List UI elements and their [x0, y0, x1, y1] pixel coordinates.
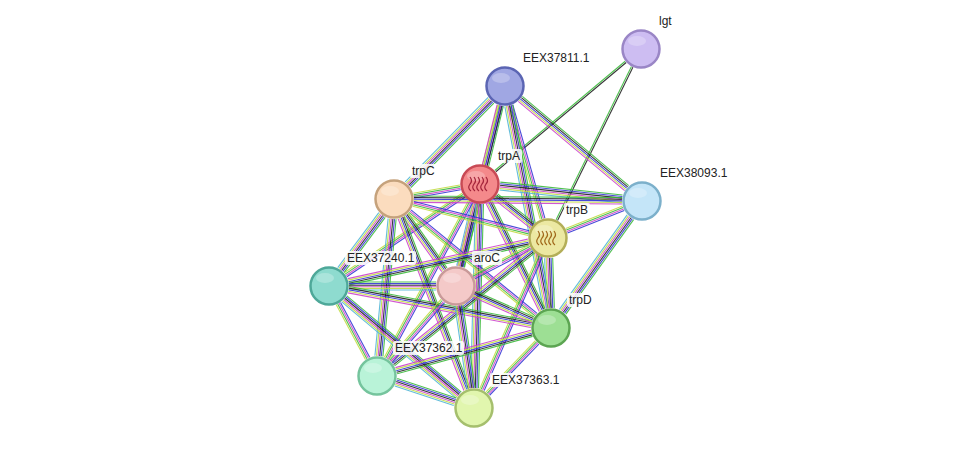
evidence-line — [565, 219, 633, 313]
interaction-edge — [486, 341, 539, 396]
protein-node: aroC — [436, 266, 476, 306]
protein-node: EEX37240.1 — [309, 266, 349, 306]
evidence-line — [349, 286, 436, 287]
evidence-line — [561, 216, 629, 310]
interaction-edge — [405, 97, 494, 187]
node-label: trpD — [567, 293, 594, 307]
evidence-line — [566, 220, 634, 314]
interaction-edge — [375, 219, 396, 357]
node-circle — [460, 164, 500, 204]
node-label: lgt — [657, 14, 674, 28]
evidence-line — [559, 215, 627, 309]
protein-node: trpD — [531, 308, 571, 348]
node-label: EEX37362.1 — [393, 341, 464, 355]
node-label: EEX37363.1 — [490, 373, 561, 387]
interaction-edge — [414, 196, 622, 204]
interaction-edge — [545, 258, 555, 308]
evidence-line — [349, 281, 436, 282]
evidence-line — [336, 305, 365, 360]
evidence-line — [562, 217, 630, 311]
evidence-line — [407, 100, 490, 184]
node-circle — [528, 218, 568, 258]
evidence-line — [518, 101, 624, 190]
evidence-line — [510, 105, 549, 308]
evidence-line — [338, 304, 367, 359]
interaction-edge — [518, 96, 628, 190]
node-circle — [454, 388, 494, 428]
evidence-line — [545, 258, 547, 308]
interaction-edge — [391, 248, 535, 366]
evidence-line — [519, 100, 625, 189]
evidence-line — [409, 101, 492, 185]
node-label: aroC — [472, 251, 502, 265]
interaction-edge — [395, 378, 457, 405]
evidence-line — [490, 344, 539, 395]
node-circle — [357, 356, 397, 396]
node-circle — [621, 29, 661, 69]
protein-node: trpA — [460, 164, 500, 204]
evidence-line — [349, 285, 436, 286]
evidence-line — [496, 196, 533, 225]
node-circle — [485, 66, 525, 106]
evidence-line — [410, 102, 493, 186]
evidence-line — [522, 96, 628, 185]
interaction-edge — [559, 215, 633, 314]
protein-node: EEX38093.1 — [622, 181, 662, 221]
evidence-line — [414, 202, 622, 204]
evidence-line — [521, 98, 627, 187]
protein-node: EEX37811.1 — [485, 66, 525, 106]
node-circle — [309, 266, 349, 306]
evidence-line — [474, 296, 532, 322]
evidence-line — [396, 383, 455, 402]
evidence-line — [476, 291, 534, 317]
node-label: EEX38093.1 — [658, 166, 729, 180]
node-circle — [531, 308, 571, 348]
node-label: trpB — [564, 203, 590, 217]
evidence-line — [520, 99, 626, 188]
node-label: trpC — [410, 164, 437, 178]
evidence-line — [395, 385, 454, 404]
evidence-line — [413, 185, 460, 193]
node-circle — [436, 266, 476, 306]
evidence-line — [474, 294, 532, 320]
protein-node: trpC — [374, 179, 414, 219]
evidence-line — [413, 206, 528, 235]
evidence-line — [414, 187, 461, 195]
node-label: trpA — [496, 149, 522, 163]
protein-node: EEX37363.1 — [454, 388, 494, 428]
evidence-line — [475, 293, 533, 319]
protein-node: EEX37362.1 — [357, 356, 397, 396]
node-label: EEX37240.1 — [345, 251, 416, 265]
evidence-line — [411, 103, 494, 187]
node-label: EEX37811.1 — [521, 51, 592, 65]
protein-node: trpB — [528, 218, 568, 258]
interaction-edge — [473, 291, 534, 323]
protein-node: lgt — [621, 29, 661, 69]
evidence-line — [563, 218, 631, 312]
evidence-line — [395, 386, 454, 405]
evidence-line — [349, 283, 436, 284]
node-circle — [622, 181, 662, 221]
node-circle — [374, 179, 414, 219]
evidence-line — [473, 297, 531, 323]
evidence-line — [396, 382, 455, 401]
